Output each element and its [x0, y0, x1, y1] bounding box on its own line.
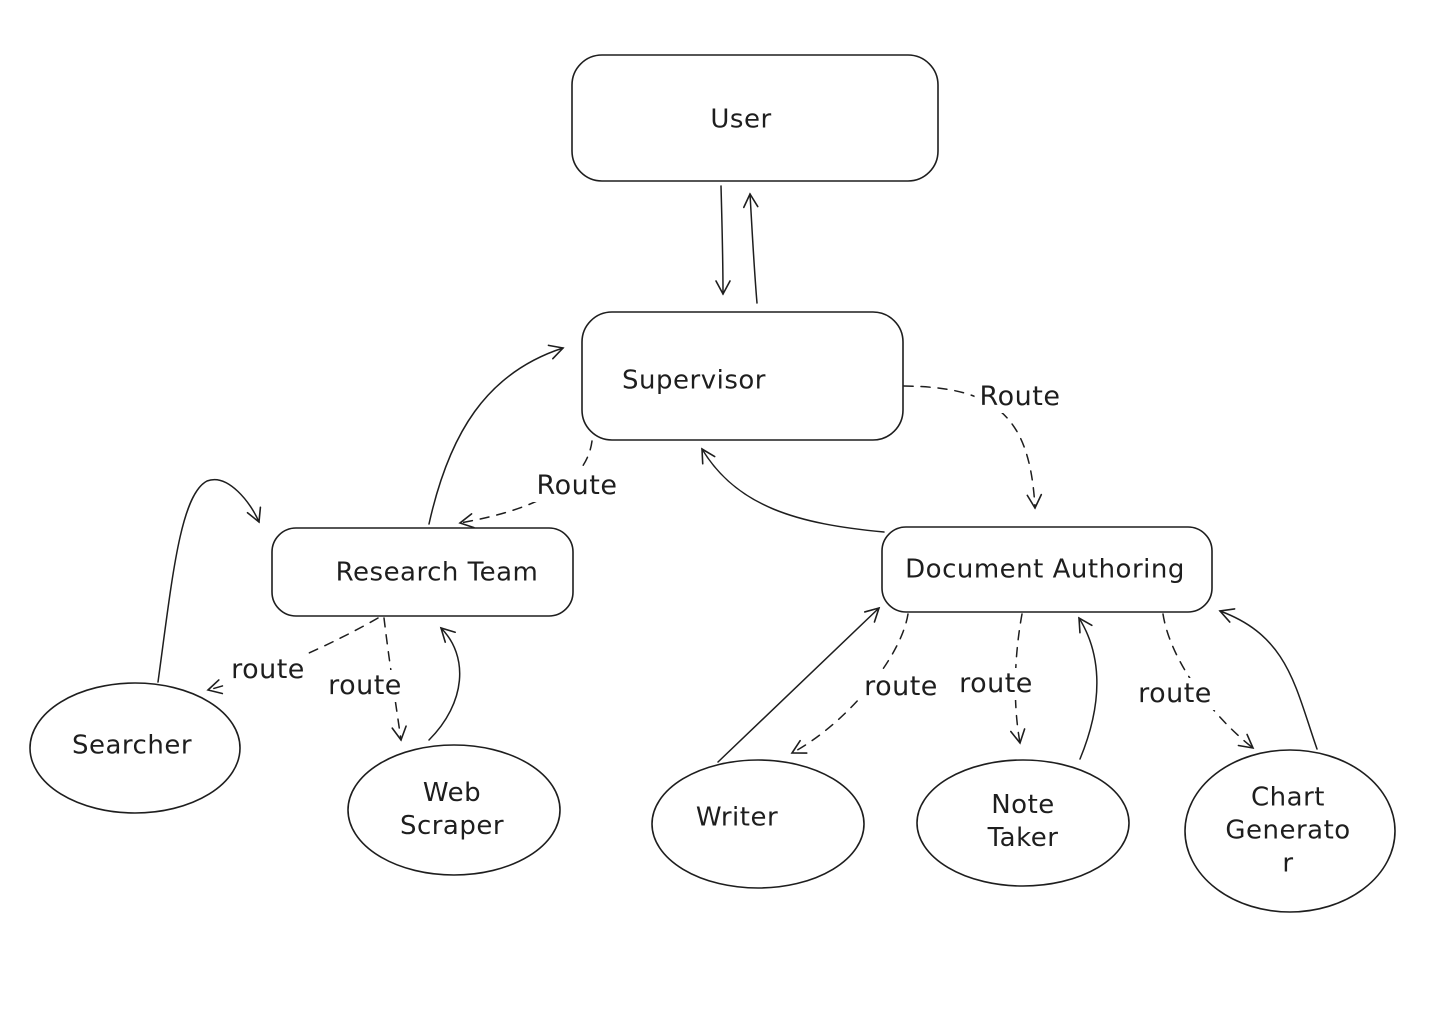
node-user-label: User [710, 104, 772, 135]
node-user[interactable] [571, 54, 939, 182]
edge-writer-to-document-authoring[interactable] [717, 606, 881, 763]
edge-label-research-team-to-web-scraper: route [323, 670, 407, 702]
edge-label-document-authoring-to-chart-generator: route [1133, 678, 1217, 710]
node-document-authoring[interactable] [881, 526, 1213, 613]
edge-label-research-team-to-searcher: route [226, 654, 310, 686]
node-research-team-label: Research Team [335, 557, 539, 588]
edge-document-authoring-to-supervisor[interactable] [701, 447, 885, 533]
node-supervisor-label: Supervisor [622, 365, 766, 396]
edge-label-document-authoring-to-note-taker: route [954, 668, 1038, 700]
node-searcher-label: Searcher [71, 730, 193, 761]
node-chart-generator[interactable] [1184, 749, 1396, 913]
edge-label-supervisor-to-document-authoring: Route [974, 381, 1066, 413]
edge-research-team-to-supervisor[interactable] [428, 344, 565, 525]
edge-research-team-to-web-scraper[interactable] [383, 617, 407, 742]
node-writer-label: Writer [695, 802, 779, 833]
edge-chart-generator-to-document-authoring[interactable] [1218, 608, 1318, 750]
node-note-taker[interactable] [916, 759, 1130, 887]
edge-web-scraper-to-research-team[interactable] [428, 626, 461, 741]
node-document-authoring-label: Document Authoring [905, 554, 1185, 585]
edge-document-authoring-to-chart-generator[interactable] [1162, 613, 1255, 750]
node-chart-generator-label: Chart Generato r [1225, 782, 1351, 879]
node-research-team[interactable] [271, 527, 574, 617]
node-web-scraper[interactable] [347, 744, 561, 876]
node-web-scraper-label: Web Scraper [399, 778, 505, 841]
edge-user-to-supervisor[interactable] [715, 185, 731, 296]
node-note-taker-label: Note Taker [987, 790, 1059, 853]
edge-supervisor-to-research-team[interactable] [458, 440, 593, 529]
node-writer[interactable] [651, 759, 865, 889]
edge-searcher-to-research-team[interactable] [157, 478, 262, 683]
edge-label-supervisor-to-research-team: Route [531, 470, 623, 502]
edge-note-taker-to-document-authoring[interactable] [1078, 616, 1098, 760]
edge-label-document-authoring-to-writer: route [859, 671, 943, 703]
node-searcher[interactable] [29, 682, 241, 814]
edge-supervisor-to-user[interactable] [742, 192, 759, 304]
node-supervisor[interactable] [581, 311, 904, 441]
